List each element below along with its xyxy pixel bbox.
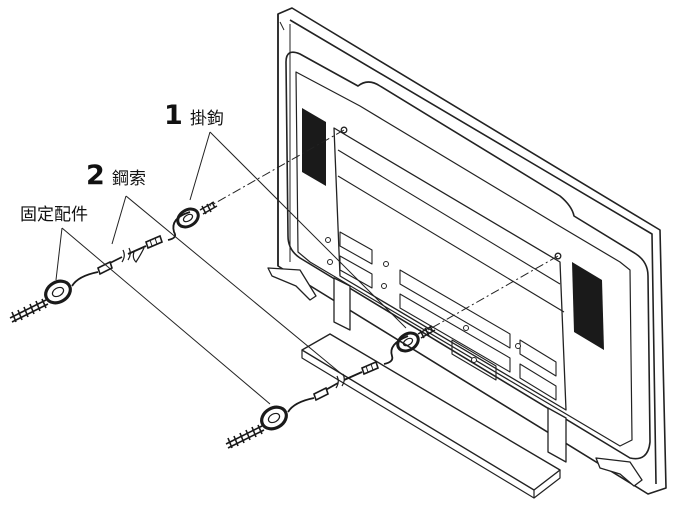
wire-label: 鋼索 xyxy=(112,169,146,189)
tv-frame-cutouts xyxy=(339,231,557,401)
upper-wire-lower-sleeve xyxy=(97,260,113,276)
guide-lines xyxy=(209,129,559,331)
tv-foot-left xyxy=(267,267,317,301)
tv-bezel-inner-edge xyxy=(289,19,657,485)
tv-vent-right xyxy=(572,262,604,350)
tv-rear-cover xyxy=(285,51,651,460)
tv-stand-leg-right xyxy=(547,407,567,463)
upper-fixture-screw xyxy=(9,298,49,323)
hook-label: 掛鉤 xyxy=(190,109,224,129)
tv-stand-leg-left xyxy=(333,277,351,331)
hook-number-label: 1 xyxy=(164,100,183,131)
upper-hook-screw xyxy=(199,201,218,215)
fixture-label: 固定配件 xyxy=(20,205,88,225)
lower-hook-screw xyxy=(417,325,436,339)
tv-foot-right xyxy=(595,457,643,487)
upper-wire-sleeve xyxy=(145,234,163,250)
lower-wire-lower-sleeve xyxy=(313,386,329,402)
upper-hook-ring xyxy=(176,207,200,229)
lower-hook-ring xyxy=(396,331,420,353)
wire-number-label: 2 xyxy=(86,160,105,191)
lower-fixture-screw xyxy=(225,424,265,449)
upper-wire-assembly xyxy=(9,201,218,323)
upper-fixture-ring xyxy=(44,279,72,305)
lower-wire-assembly xyxy=(225,325,436,449)
tv-stand-frame xyxy=(333,127,567,411)
tv-set xyxy=(267,7,667,499)
lower-fixture-ring xyxy=(260,405,288,431)
leader-lines xyxy=(55,131,407,405)
tv-rear-cover-inner xyxy=(295,71,633,447)
